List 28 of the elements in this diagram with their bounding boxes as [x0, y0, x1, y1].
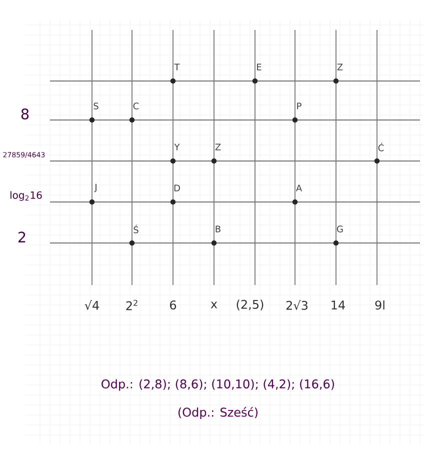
column-label: 6 — [170, 300, 176, 310]
point-letter: Ś — [134, 224, 138, 234]
point-letter: S — [94, 102, 98, 110]
point-letter: T — [174, 64, 180, 70]
point-letter: C — [133, 102, 139, 110]
point-letter: B — [216, 226, 220, 232]
point-letter: P — [297, 102, 302, 110]
row-label: log$_{2}$16 — [10, 191, 42, 201]
point-letter: J — [94, 184, 96, 192]
point-letter: Z — [337, 64, 343, 70]
column-label: 2$^{2}$ — [126, 300, 138, 310]
point-letter: Ć — [378, 142, 384, 152]
point-letter: Y — [174, 144, 180, 150]
column-label: √4 — [84, 300, 99, 310]
row-label: 8 — [21, 108, 29, 120]
point-letter: Z — [215, 144, 221, 150]
point-letter: G — [337, 226, 343, 232]
column-label: x — [210, 302, 218, 308]
point-letter: E — [257, 64, 262, 70]
point-letter: D — [174, 184, 180, 192]
column-label: 9l — [375, 300, 384, 310]
answer-text: (Odp.: Sześć) — [178, 406, 258, 420]
column-label: (2,5) — [236, 300, 264, 310]
row-label: 2 — [18, 232, 26, 242]
column-label: 14 — [332, 300, 345, 310]
column-label: 2√3 — [286, 300, 308, 310]
answer-text: Odp.: (2,8); (8,6); (10,10); (4,2); (16,6) — [102, 379, 334, 391]
point-letter: A — [296, 184, 302, 192]
